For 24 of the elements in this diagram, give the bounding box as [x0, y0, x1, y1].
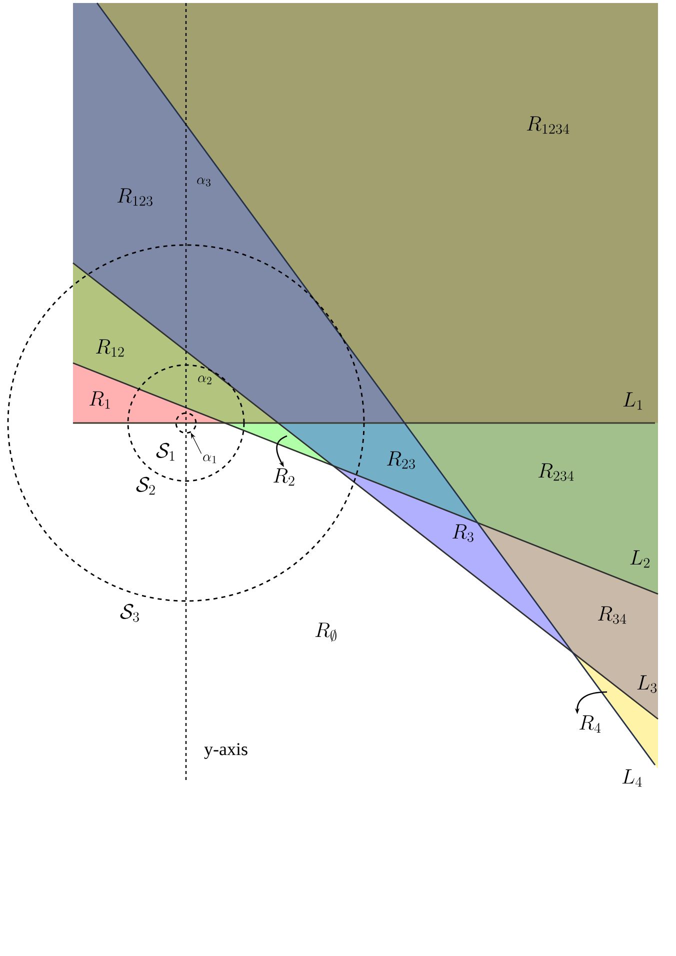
line-label: $L_1$	[623, 392, 642, 410]
line-label: $L_2$	[630, 550, 650, 568]
angle-label: $\alpha_2$	[198, 376, 212, 384]
circle-label: $\mathcal{S}_2$	[136, 476, 155, 495]
region-label: $R_4$	[579, 715, 601, 733]
region-label: $R_{23}$	[386, 451, 415, 469]
region-label: $R_2$	[273, 468, 294, 486]
circle-label: $\mathcal{S}_3$	[120, 604, 139, 622]
axis-label: y-axis	[204, 743, 248, 759]
region-label: $R_{123}$	[117, 188, 152, 206]
angle-label: $\alpha_1$	[203, 454, 216, 464]
region-label: $R_{1234}$	[526, 116, 570, 134]
line-label: $L_3$	[637, 675, 657, 693]
line-label: $L_4$	[622, 769, 642, 787]
region-label: $R_1$	[89, 391, 110, 409]
angle-label: $\alpha_3$	[197, 178, 210, 186]
region-label: $R_{234}$	[538, 463, 574, 481]
region-label: $R_{12}$	[96, 339, 124, 357]
region-label: $R_{34}$	[598, 606, 626, 624]
dashed-circle	[175, 412, 197, 434]
circle-label: $\mathcal{S}_1$	[156, 442, 174, 461]
region	[573, 653, 658, 769]
region-label: $R_\emptyset$	[315, 622, 336, 642]
region-label: $R_3$	[452, 524, 474, 542]
